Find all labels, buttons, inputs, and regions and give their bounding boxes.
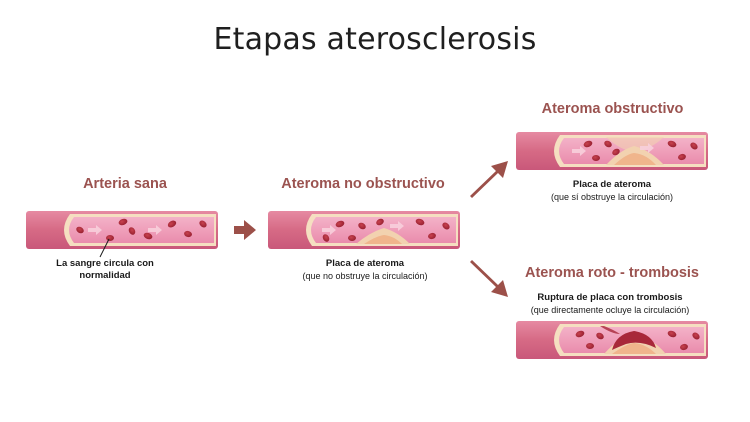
page-title: Etapas aterosclerosis <box>213 22 537 57</box>
arrow-up-right-icon <box>470 161 508 198</box>
vessel-rupture <box>516 321 708 359</box>
caption-healthy-line2: normalidad <box>79 270 131 281</box>
caption-healthy: La sangre circula con normalidad <box>40 258 170 282</box>
caption-healthy-line1: La sangre circula con <box>56 258 154 269</box>
stage-title-non-obstructive: Ateroma no obstructivo <box>281 176 445 192</box>
caption-non-obstructive: Placa de ateroma (que no obstruye la cir… <box>290 258 440 282</box>
thrombus <box>612 331 656 350</box>
vessel-non-obstructive <box>268 211 460 249</box>
caption-non-obstructive-sub: (que no obstruye la circulación) <box>302 271 428 281</box>
blood-cells <box>575 330 700 351</box>
blood-cells <box>76 218 207 241</box>
stage-title-healthy: Arteria sana <box>83 176 167 192</box>
flow-arrows <box>572 143 654 156</box>
stage-title-obstructive: Ateroma obstructivo <box>541 101 684 117</box>
arrow-right-icon <box>234 220 256 240</box>
stage-title-rupture: Ateroma roto - trombosis <box>524 265 699 281</box>
flow-arrows <box>322 221 404 235</box>
caption-obstructive-sub: (que sí obstruye la circulación) <box>550 192 674 202</box>
caption-obstructive-bold: Placa de ateroma <box>572 179 652 190</box>
caption-rupture: Ruptura de placa con trombosis (que dire… <box>520 292 700 316</box>
vessel-healthy <box>26 211 218 258</box>
caption-rupture-bold: Ruptura de placa con trombosis <box>537 292 683 303</box>
caption-non-obstructive-bold: Placa de ateroma <box>325 258 405 269</box>
caption-obstructive: Placa de ateroma (que sí obstruye la cir… <box>537 179 687 203</box>
blood-cells <box>322 218 450 242</box>
flow-arrows <box>88 225 162 235</box>
vessel-obstructive <box>516 132 708 170</box>
blood-cells <box>583 140 698 161</box>
caption-rupture-sub: (que directamente ocluye la circulación) <box>530 305 690 315</box>
arrow-down-right-icon <box>470 260 508 297</box>
